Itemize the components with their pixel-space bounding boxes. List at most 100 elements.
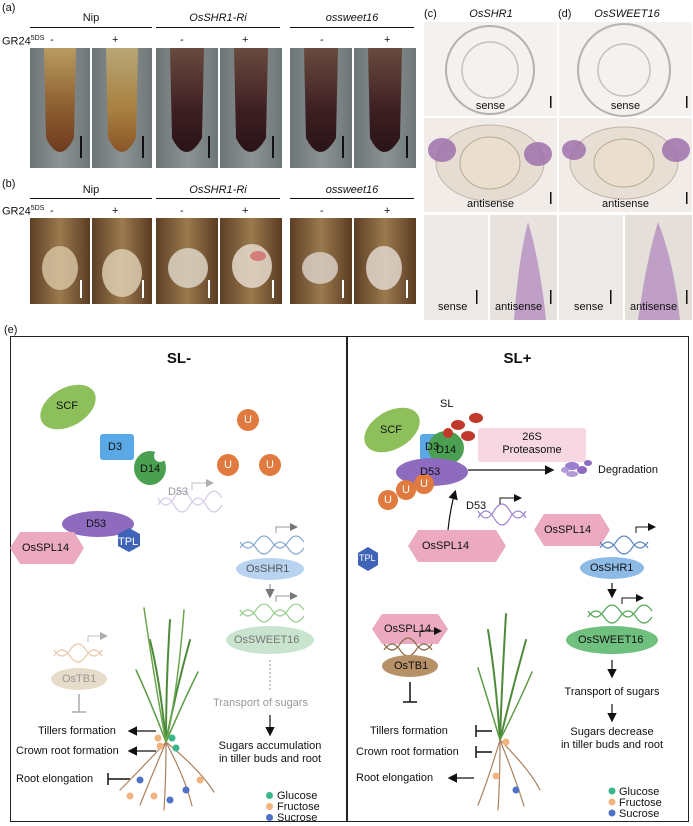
right-ospl14-center-label: OsSPL14 bbox=[422, 540, 470, 552]
right-ospl14-top-label: OsSPL14 bbox=[544, 524, 592, 536]
left-ossweet16-protein bbox=[226, 626, 314, 654]
left-d14-label: D14 bbox=[140, 463, 161, 475]
sl-plus-title: SL+ bbox=[503, 350, 532, 367]
right-ospl14-center bbox=[408, 530, 506, 562]
left-ospl14 bbox=[10, 532, 84, 564]
right-sl-molecules bbox=[451, 413, 483, 441]
right-d53-protein-label: D53 bbox=[420, 466, 441, 478]
group-rule-osshr1-ri-a bbox=[156, 27, 280, 28]
d-antisense-label: antisense bbox=[601, 198, 650, 210]
legend-glucose-dot bbox=[266, 792, 273, 799]
legend-left-fructose: Fructose bbox=[266, 797, 320, 813]
right-sl-label: SL bbox=[440, 398, 454, 410]
panel-c-label: (c) bbox=[424, 8, 437, 20]
right-scf-label: SCF bbox=[380, 424, 402, 436]
c-antisense-label: antisense bbox=[466, 198, 515, 210]
right-ostb1-label: OsTB1 bbox=[394, 660, 429, 672]
proteasome-label-1: 26S bbox=[522, 431, 542, 443]
left-ossweet16-label: OsSWEET16 bbox=[234, 634, 300, 646]
left-d53-gene bbox=[157, 479, 223, 513]
root-tip-photos bbox=[30, 48, 416, 168]
plus-osshr1-b: + bbox=[242, 205, 249, 217]
right-u-label-3: U bbox=[420, 478, 428, 490]
right-d14 bbox=[428, 431, 464, 465]
left-d53-protein-label: D53 bbox=[86, 518, 107, 530]
group-label-ossweet16-a: ossweet16 bbox=[325, 12, 379, 24]
plus-nip-b: + bbox=[112, 205, 119, 217]
plus-nip-a: + bbox=[112, 34, 119, 46]
minus-ossweet16-b: - bbox=[320, 205, 324, 217]
right-osshr1-protein bbox=[580, 557, 644, 579]
sl-plus-panel bbox=[346, 336, 689, 822]
c-sense-label: sense bbox=[475, 100, 506, 112]
right-phenotype-crown-root: Crown root formation bbox=[356, 746, 459, 758]
left-d53-protein bbox=[62, 511, 134, 537]
legend-left-sucrose: Sucrose bbox=[266, 808, 320, 824]
right-d14-label: D14 bbox=[436, 444, 457, 456]
left-ostb1-protein bbox=[51, 668, 107, 690]
left-osshr1-protein bbox=[236, 558, 304, 580]
d-bud-sense-label: sense bbox=[574, 301, 604, 313]
left-scf-label: SCF bbox=[56, 400, 78, 412]
right-ossweet16-protein bbox=[566, 626, 658, 654]
treatment-label-a: GR245DS bbox=[2, 35, 45, 48]
legend-sucrose-dot bbox=[266, 814, 273, 821]
group-label-nip-a: Nip bbox=[82, 12, 100, 24]
d-sense-label: sense bbox=[610, 100, 641, 112]
legend-right-sucrose: Sucrose bbox=[619, 808, 660, 820]
right-d53-gene-label: D53 bbox=[466, 500, 487, 512]
group-label-nip-b: Nip bbox=[82, 184, 100, 196]
left-osshr1-gene bbox=[239, 523, 305, 555]
minus-osshr1-a: - bbox=[180, 34, 184, 46]
group-label-osshr1-ri-b: OsSHR1-Ri bbox=[189, 184, 247, 196]
left-plant-illustration bbox=[119, 607, 215, 811]
left-ostb1-label: OsTB1 bbox=[62, 673, 97, 685]
group-rule-ossweet16-b bbox=[290, 198, 414, 199]
left-ostb1-gene bbox=[53, 632, 108, 663]
right-d53-protein bbox=[396, 458, 468, 486]
d-bud-antisense-label: antisense bbox=[630, 301, 678, 313]
left-complex bbox=[40, 384, 281, 485]
left-outcome-line2: in tiller buds and root bbox=[218, 753, 322, 765]
legend-left-glucose: Glucose bbox=[266, 786, 320, 802]
c-bud-antisense-label: antisense bbox=[495, 301, 543, 313]
sl-minus-panel bbox=[10, 336, 348, 822]
proteasome-box bbox=[478, 428, 586, 462]
right-d53-gene bbox=[477, 494, 527, 526]
right-d3-label: D3 bbox=[425, 441, 440, 453]
panel-a-label: (a) bbox=[2, 2, 16, 14]
degradation-label: Degradation bbox=[598, 464, 658, 476]
left-phenotype-crown-root: Crown root formation bbox=[16, 745, 119, 757]
group-rule-ossweet16-a bbox=[290, 27, 414, 28]
right-phenotype-root-elongation: Root elongation bbox=[356, 772, 434, 784]
sl-minus-title: SL- bbox=[166, 350, 192, 367]
legend-left: Glucose Fructose Sucrose bbox=[266, 786, 320, 824]
left-ossweet16-gene bbox=[239, 592, 305, 623]
left-phenotype-tillers: Tillers formation bbox=[38, 725, 116, 737]
c-bud-sense-label: sense bbox=[438, 301, 468, 313]
group-rule-nip-b bbox=[30, 198, 152, 199]
right-ospl14-tb1-label: OsSPL14 bbox=[384, 623, 432, 635]
legend-fructose-dot bbox=[266, 803, 273, 810]
right-ospl14-top bbox=[534, 514, 610, 546]
legend-left-sucrose-dot bbox=[608, 809, 616, 817]
proteasome-label-2: Proteasome bbox=[502, 444, 562, 456]
legend-right-fructose: Fructose bbox=[619, 797, 662, 809]
legend-left-glucose-dot bbox=[608, 787, 616, 795]
legend-left-fructose-dot bbox=[608, 798, 616, 806]
left-u-label-1: U bbox=[244, 414, 252, 426]
panel-d-label: (d) bbox=[558, 8, 572, 20]
right-tpl bbox=[358, 547, 378, 571]
plus-osshr1-a: + bbox=[242, 34, 249, 46]
group-label-osshr1-ri-a: OsSHR1-Ri bbox=[189, 12, 247, 24]
left-transport-label: Transport of sugars bbox=[213, 697, 308, 709]
left-ospl14-label: OsSPL14 bbox=[22, 542, 70, 554]
left-tpl bbox=[118, 528, 140, 552]
minus-osshr1-b: - bbox=[180, 205, 184, 217]
left-tpl-label: TPL bbox=[118, 536, 139, 548]
right-scf bbox=[364, 407, 420, 453]
right-outcome-line1: Sugars decrease bbox=[570, 726, 654, 738]
left-d53-gene-label: D53 bbox=[168, 486, 189, 498]
group-rule-nip-a bbox=[30, 27, 152, 28]
